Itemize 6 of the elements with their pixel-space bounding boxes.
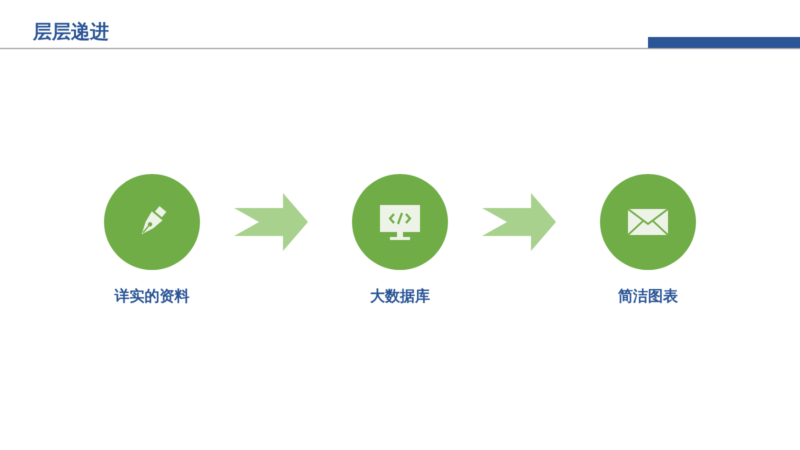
chevron-arrow (234, 193, 308, 251)
step-label: 大数据库 (369, 286, 431, 306)
step-label: 详实的资料 (113, 286, 190, 306)
chevron-arrow (482, 193, 556, 251)
slide-title: 层层递进 (33, 20, 109, 44)
step-label: 简洁图表 (617, 286, 679, 306)
